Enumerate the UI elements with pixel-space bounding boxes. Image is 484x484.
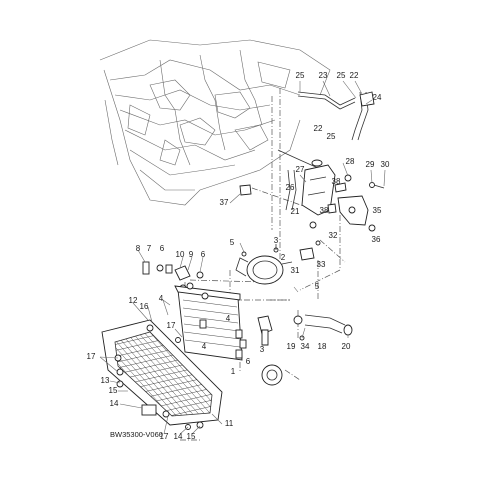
- callout-29: 29: [365, 160, 375, 169]
- callout-38: 38: [331, 177, 341, 186]
- callout-30: 30: [380, 160, 390, 169]
- callout-18: 18: [317, 342, 327, 351]
- callout-35: 35: [372, 206, 382, 215]
- callout-19: 19: [286, 342, 296, 351]
- tank-bracket: [327, 174, 385, 232]
- callout-32: 32: [328, 231, 338, 240]
- callout-10: 10: [175, 250, 185, 259]
- hose-lower: [257, 314, 353, 346]
- callout-25: 25: [326, 132, 336, 141]
- callout-leaders: [99, 80, 386, 435]
- callout-17: 17: [159, 432, 169, 441]
- callout-5: 5: [314, 282, 320, 291]
- callout-31: 31: [290, 266, 300, 275]
- callout-8: 8: [135, 244, 141, 253]
- callout-14: 14: [109, 399, 119, 408]
- engine-frame-outline: [99, 39, 331, 206]
- callout-21: 21: [290, 207, 300, 216]
- callout-23: 23: [318, 71, 328, 80]
- callout-24: 24: [372, 93, 382, 102]
- callout-33: 33: [316, 260, 326, 269]
- callout-34: 34: [300, 342, 310, 351]
- small-parts-mid: [239, 184, 321, 261]
- callout-3: 3: [273, 236, 279, 245]
- callout-36: 36: [371, 235, 381, 244]
- callout-6: 6: [245, 357, 251, 366]
- callout-7: 7: [146, 244, 152, 253]
- callout-26: 26: [285, 183, 295, 192]
- callout-14: 14: [173, 432, 183, 441]
- part-code: BW35300-V060: [110, 430, 163, 439]
- callout-13: 13: [100, 376, 110, 385]
- radiator: [174, 282, 247, 361]
- callout-15: 15: [108, 386, 118, 395]
- callout-17: 17: [86, 352, 96, 361]
- callout-27: 27: [295, 165, 305, 174]
- callout-6: 6: [159, 244, 165, 253]
- callout-22: 22: [313, 124, 323, 133]
- callout-1: 1: [230, 367, 236, 376]
- horn: [261, 364, 283, 386]
- callout-25: 25: [336, 71, 346, 80]
- callout-20: 20: [341, 342, 351, 351]
- callout-28: 28: [345, 157, 355, 166]
- callout-4: 4: [201, 342, 207, 351]
- callout-4: 4: [158, 294, 164, 303]
- upper-bolts-row: [142, 261, 204, 292]
- callout-9: 9: [188, 250, 194, 259]
- fan-motor: [235, 244, 293, 285]
- callout-11: 11: [224, 419, 234, 428]
- callout-16: 16: [139, 302, 149, 311]
- hoses-upper: [277, 91, 375, 211]
- callout-38: 38: [319, 206, 329, 215]
- callout-12: 12: [128, 296, 138, 305]
- callout-37: 37: [219, 198, 229, 207]
- callout-6: 6: [200, 250, 206, 259]
- callout-2: 2: [280, 253, 286, 262]
- callout-25: 25: [295, 71, 305, 80]
- callout-22: 22: [349, 71, 359, 80]
- callout-4: 4: [225, 314, 231, 323]
- callout-15: 15: [186, 432, 196, 441]
- callout-3: 3: [259, 345, 265, 354]
- callout-17: 17: [166, 321, 176, 330]
- callout-5: 5: [229, 238, 235, 247]
